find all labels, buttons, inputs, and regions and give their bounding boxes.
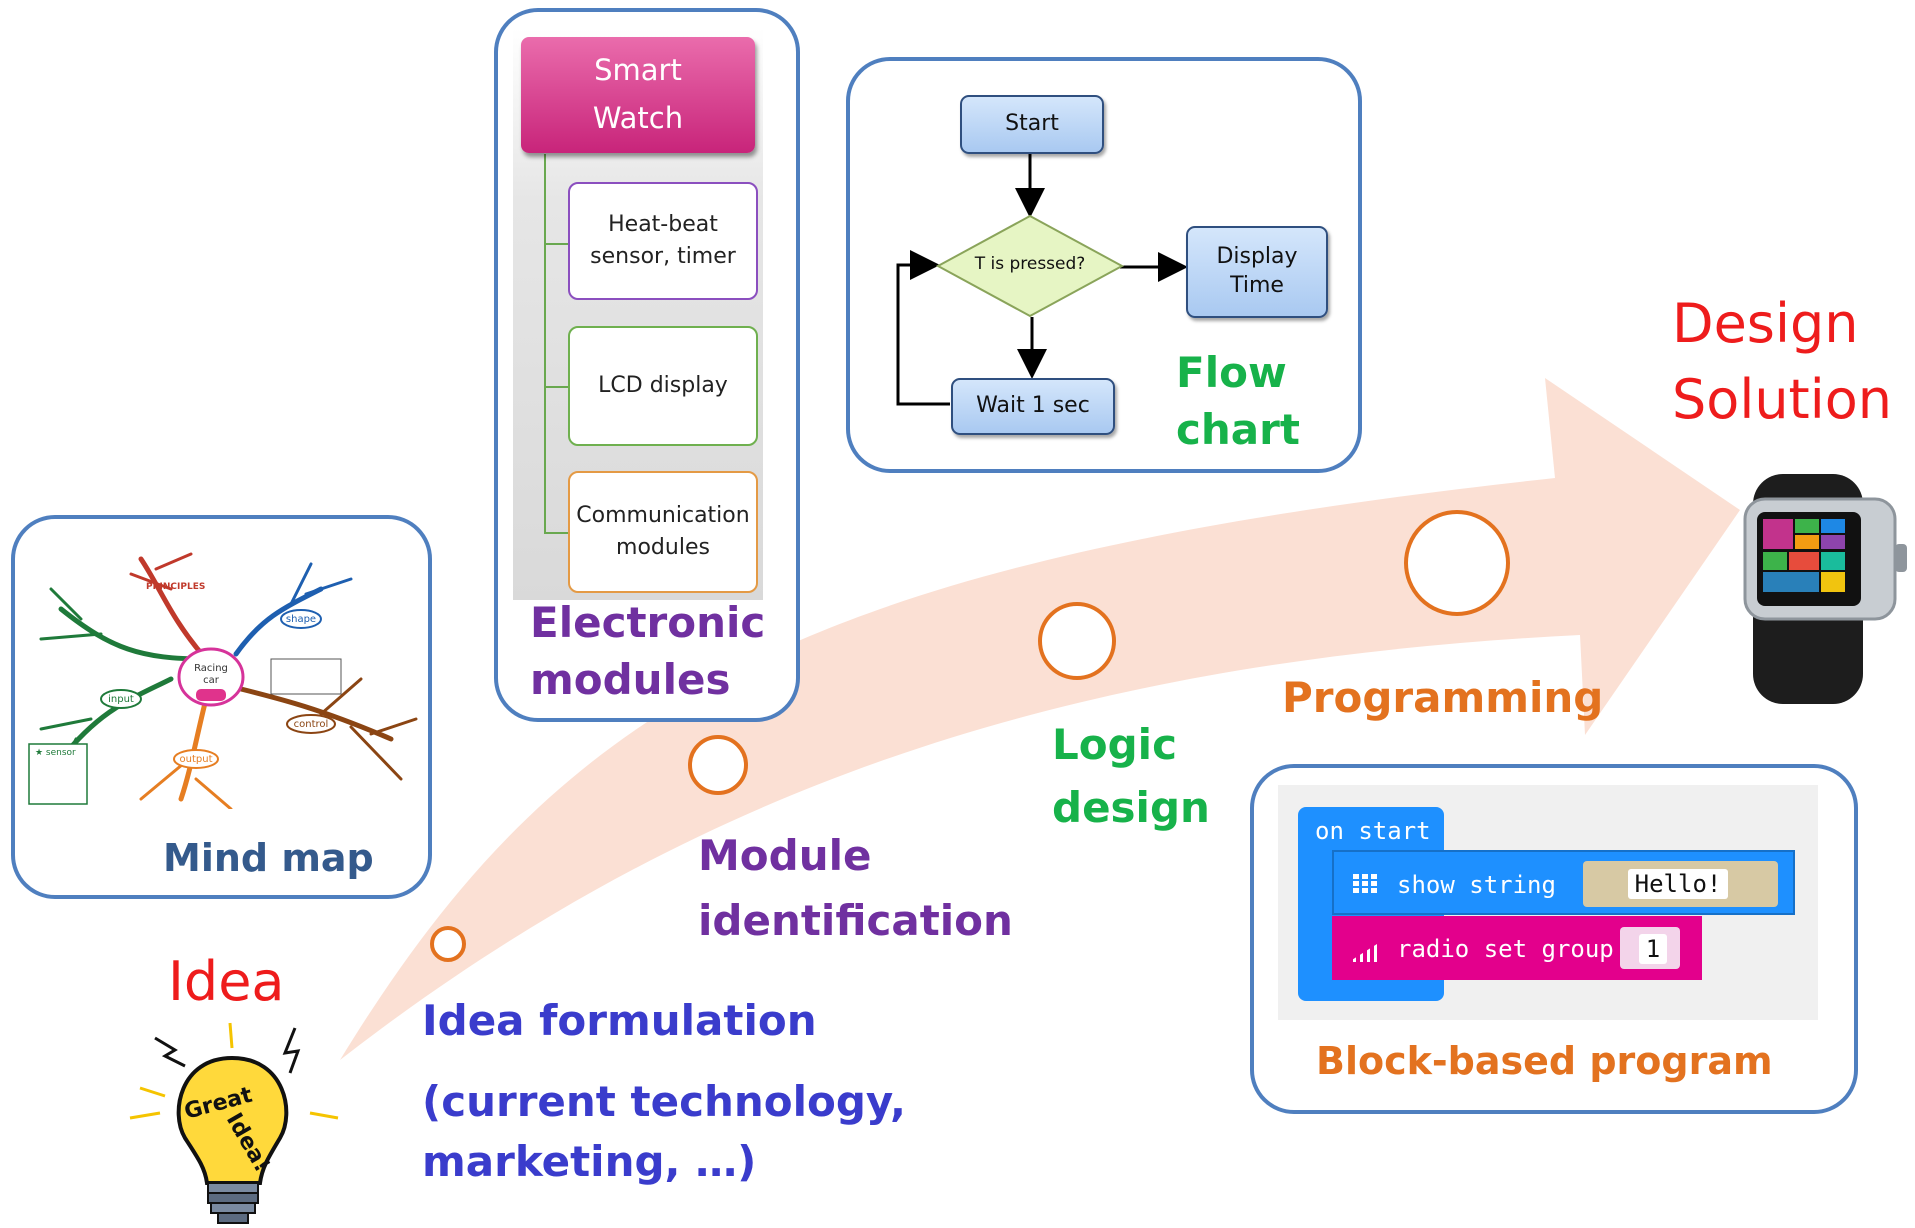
module-lcd-display: LCD display bbox=[568, 326, 758, 446]
stage-programming: Programming bbox=[1282, 673, 1604, 722]
milestone-circle bbox=[1404, 510, 1510, 616]
mind-map-image: Racing car PRINCIPLES shape input contro… bbox=[28, 552, 418, 809]
smart-watch-root: Smart Watch bbox=[521, 37, 755, 153]
stage-idea-formulation: Idea formulation bbox=[422, 996, 817, 1045]
stage-module-identification-1: Module bbox=[698, 831, 872, 880]
idea-label: Idea bbox=[168, 950, 285, 1013]
radio-set-group-label: radio set group bbox=[1397, 935, 1614, 963]
stage-module-identification-2: identification bbox=[698, 896, 1013, 945]
milestone-circle bbox=[430, 926, 466, 962]
svg-text:output: output bbox=[180, 754, 213, 765]
module-tree-connector bbox=[544, 154, 546, 532]
mind-map-panel: Racing car PRINCIPLES shape input contro… bbox=[11, 515, 432, 899]
flow-wait: Wait 1 sec bbox=[951, 378, 1115, 435]
group-number-value: 1 bbox=[1639, 934, 1667, 964]
design-solution-title: Design Solution bbox=[1672, 292, 1892, 431]
module-tree-branch bbox=[544, 532, 568, 534]
flow-chart-caption-1: Flow bbox=[1176, 348, 1287, 397]
lightbulb-icon: Great Idea! bbox=[129, 1022, 339, 1224]
stage-idea-formulation-detail-2: marketing, …) bbox=[422, 1137, 757, 1186]
svg-text:control: control bbox=[294, 719, 329, 730]
on-start-label: on start bbox=[1315, 817, 1431, 845]
module-heart-beat-sensor: Heat-beat sensor, timer bbox=[568, 182, 758, 300]
electronic-modules-caption-2: modules bbox=[530, 655, 731, 704]
module-tree-branch bbox=[544, 386, 568, 388]
svg-text:shape: shape bbox=[286, 614, 316, 625]
stage-logic-design-2: design bbox=[1052, 783, 1210, 832]
show-string-label: show string bbox=[1397, 871, 1556, 899]
svg-text:car: car bbox=[203, 675, 220, 686]
grid-icon bbox=[1353, 873, 1377, 893]
decision-diamond bbox=[935, 214, 1125, 318]
svg-text:input: input bbox=[108, 694, 134, 705]
flow-display-time: Display Time bbox=[1186, 226, 1328, 318]
flow-chart-caption-2: chart bbox=[1176, 405, 1300, 454]
milestone-circle bbox=[688, 735, 748, 795]
mind-map-caption: Mind map bbox=[163, 836, 374, 880]
svg-text:PRINCIPLES: PRINCIPLES bbox=[146, 582, 205, 592]
flow-start: Start bbox=[960, 95, 1104, 154]
smart-watch-image bbox=[1743, 474, 1907, 704]
block-program-caption: Block-based program bbox=[1316, 1039, 1773, 1083]
stage-idea-formulation-detail-1: (current technology, bbox=[422, 1077, 907, 1126]
flow-decision-label: T is pressed? bbox=[974, 254, 1086, 274]
module-communication: Communication modules bbox=[568, 471, 758, 593]
stage-logic-design-1: Logic bbox=[1052, 720, 1177, 769]
electronic-modules-caption-1: Electronic bbox=[530, 598, 766, 647]
module-tree-branch bbox=[544, 243, 568, 245]
string-value: Hello! bbox=[1628, 869, 1728, 899]
mind-map-center: Racing bbox=[194, 663, 228, 674]
svg-text:★ sensor: ★ sensor bbox=[35, 748, 76, 758]
milestone-circle bbox=[1038, 602, 1116, 680]
